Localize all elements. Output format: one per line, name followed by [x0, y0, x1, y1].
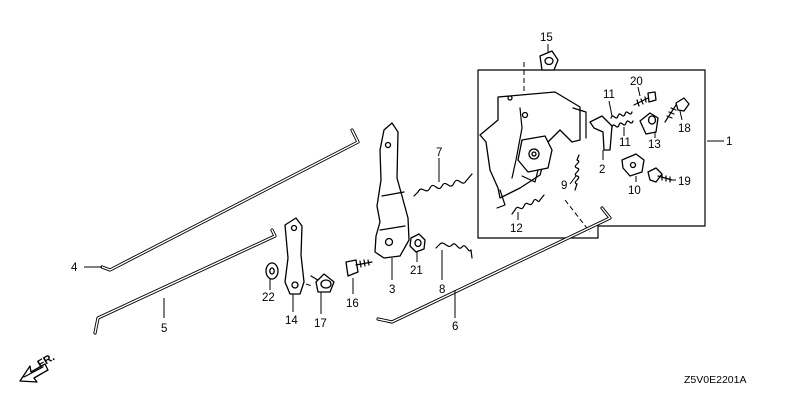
callout-20: 20 — [630, 76, 643, 88]
callout-4: 4 — [71, 262, 78, 274]
spring-part-11-upper — [610, 111, 633, 119]
axis-dashed-line — [305, 283, 313, 287]
callout-16: 16 — [346, 298, 359, 310]
front-direction-label: FR. — [36, 351, 57, 370]
bracket-part-10 — [621, 153, 645, 177]
callout-13: 13 — [648, 139, 661, 151]
callout-11-lower: 11 — [619, 137, 631, 149]
callout-15: 15 — [540, 32, 553, 44]
callout-6: 6 — [452, 321, 458, 333]
bolt-part-17 — [310, 273, 335, 293]
spring-part-12 — [511, 194, 545, 215]
callout-2: 2 — [599, 164, 605, 176]
callout-8: 8 — [439, 284, 445, 296]
arm-lever-part-3 — [374, 122, 410, 259]
callout-17: 17 — [314, 318, 327, 330]
bolt-part-16 — [345, 259, 373, 277]
callout-9: 9 — [561, 180, 567, 192]
assembly-outline — [477, 69, 706, 239]
front-direction-arrow-icon — [19, 363, 49, 383]
callout-14: 14 — [285, 315, 298, 327]
callout-1: 1 — [726, 136, 732, 148]
callout-10: 10 — [628, 185, 641, 197]
screw-part-20 — [633, 91, 657, 107]
spring-part-11-lower — [611, 120, 634, 128]
diagram-code: Z5V0E2201A — [684, 374, 746, 386]
callout-3: 3 — [389, 284, 395, 296]
collar-part-13 — [639, 112, 659, 135]
leader-lines — [84, 44, 724, 318]
callout-22: 22 — [262, 292, 275, 304]
callout-12: 12 — [510, 223, 523, 235]
spring-part-7 — [413, 173, 473, 197]
bracket-part-2 — [589, 115, 613, 151]
callout-11-upper: 11 — [603, 89, 615, 101]
bolt-part-19 — [647, 167, 673, 183]
washer-part-22 — [265, 262, 279, 280]
callout-18: 18 — [678, 123, 691, 135]
axis-dashed-line — [564, 199, 591, 233]
control-plate-part-2 — [479, 91, 587, 209]
bolt-part-18 — [664, 97, 690, 123]
rod-part-6 — [376, 206, 612, 324]
spring-part-9 — [574, 154, 580, 191]
callout-19: 19 — [678, 176, 691, 188]
rod-part-5 — [93, 228, 277, 335]
nut-part-21 — [409, 233, 426, 253]
arm-part-14 — [284, 217, 305, 295]
callout-5: 5 — [161, 323, 167, 335]
bolt-part-15 — [539, 50, 559, 71]
spring-part-8 — [435, 242, 473, 259]
callout-21: 21 — [410, 265, 423, 277]
callout-7: 7 — [436, 147, 442, 159]
rod-part-4 — [100, 128, 360, 272]
